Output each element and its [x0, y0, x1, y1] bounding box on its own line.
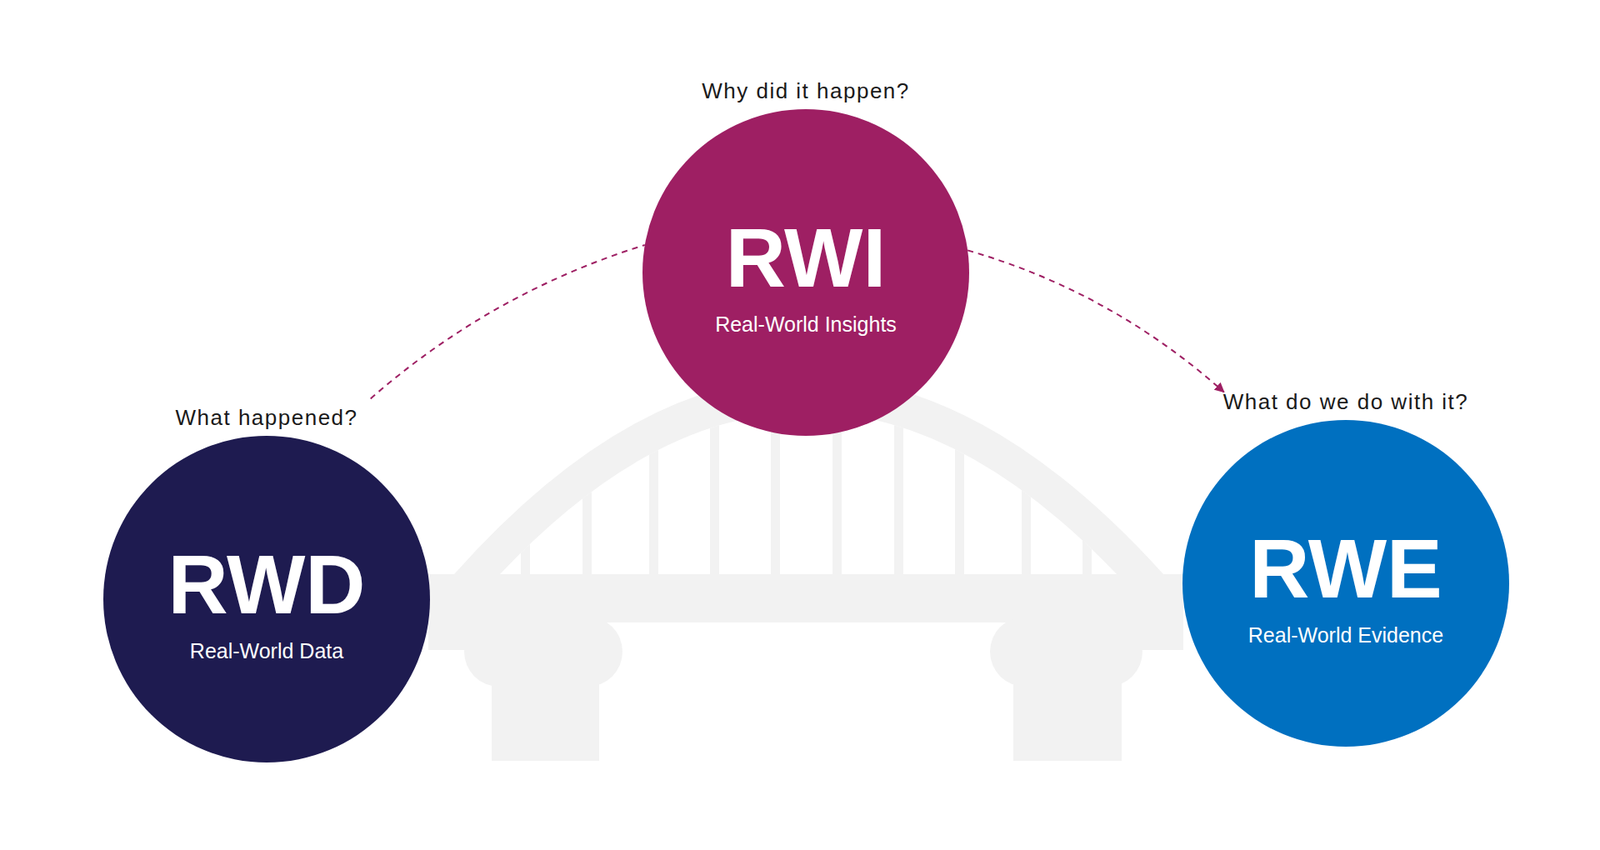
question-heading: What happened? — [0, 405, 555, 431]
circle-node: What do we do with it?RWEReal-World Evid… — [1182, 420, 1510, 747]
circle-fill — [103, 435, 430, 763]
abbreviation-title: RWI — [642, 215, 970, 300]
question-heading: Why did it happen? — [517, 78, 1095, 105]
circle-node: Why did it happen?RWIReal-World Insights — [642, 109, 970, 436]
abbreviation-title: RWE — [1182, 526, 1510, 610]
circle-node: What happened?RWDReal-World Data — [103, 435, 430, 763]
dashed-connector — [370, 245, 645, 399]
abbreviation-title: RWD — [103, 542, 430, 626]
circle-fill — [1182, 420, 1510, 747]
dashed-connector — [967, 250, 1225, 392]
full-name-label: Real-World Insights — [642, 311, 970, 337]
circle-fill — [642, 109, 970, 436]
full-name-label: Real-World Data — [103, 638, 430, 664]
question-heading: What do we do with it? — [1057, 389, 1600, 415]
full-name-label: Real-World Evidence — [1182, 622, 1510, 648]
